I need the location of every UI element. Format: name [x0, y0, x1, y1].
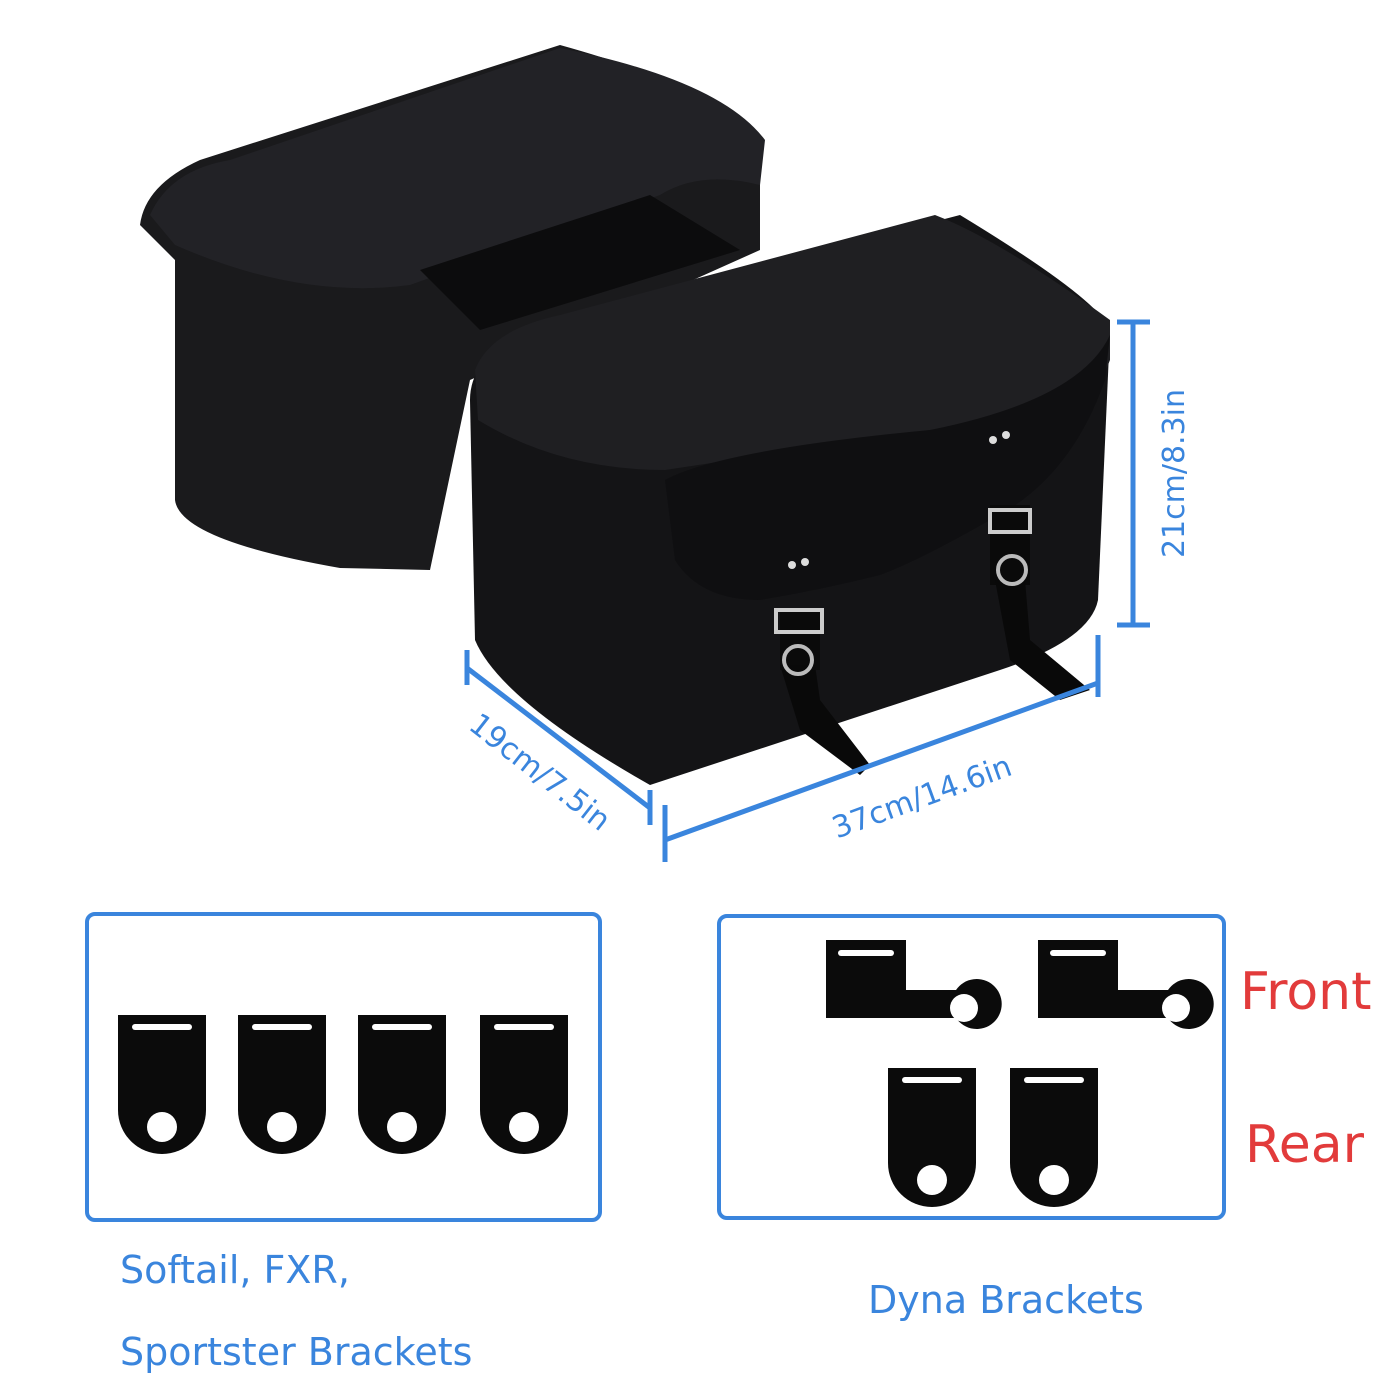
dyna-brackets [826, 940, 1214, 1207]
softail-bracket-box [85, 912, 602, 1222]
softail-caption-line2: Sportster Brackets [120, 1330, 473, 1374]
rear-label: Rear [1245, 1115, 1365, 1175]
dyna-bracket-box [717, 914, 1226, 1220]
dyna-caption: Dyna Brackets [868, 1278, 1144, 1322]
softail-brackets [118, 1015, 568, 1154]
dimension-lines [464, 319, 1150, 862]
height-dimension-label: 21cm/8.3in [1157, 388, 1193, 559]
front-saddlebag [470, 215, 1110, 785]
front-label: Front [1240, 962, 1372, 1022]
back-saddlebag [140, 45, 765, 570]
softail-caption-line1: Softail, FXR, [120, 1248, 350, 1292]
